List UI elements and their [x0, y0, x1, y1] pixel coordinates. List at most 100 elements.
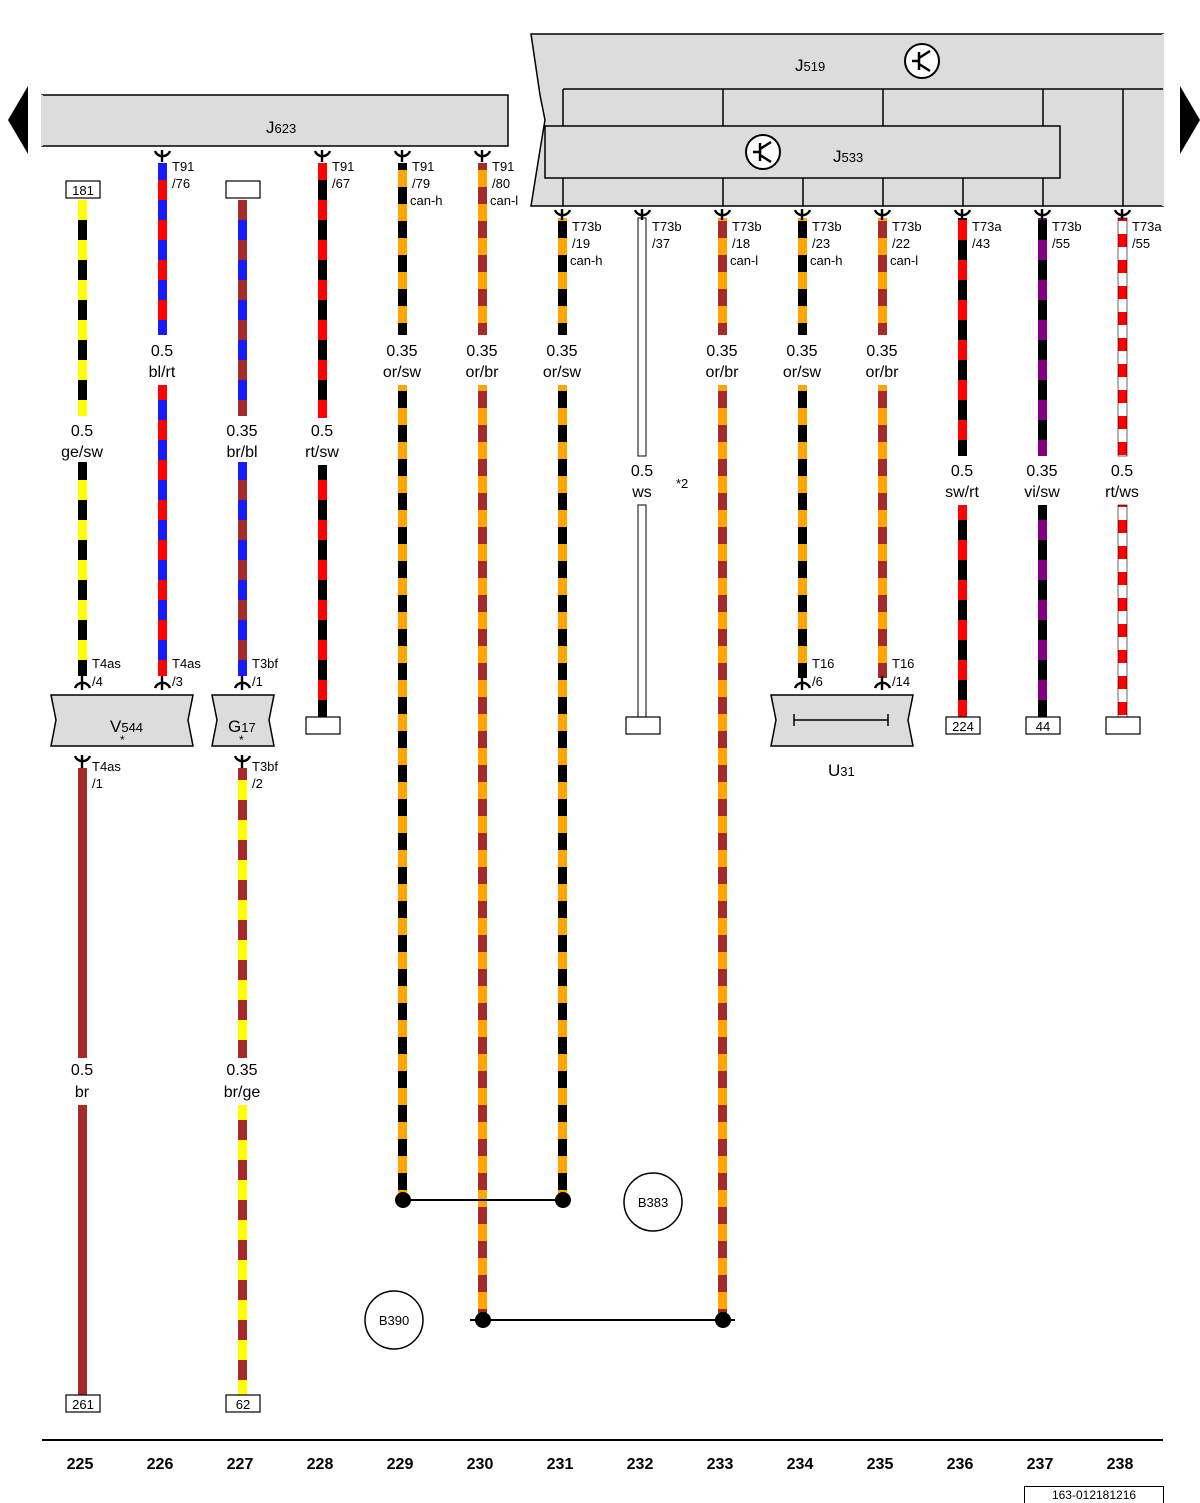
next-page-arrow-icon[interactable] — [1180, 86, 1200, 154]
svg-text:0.35: 0.35 — [1026, 463, 1057, 480]
can-l-bus-b390 — [470, 1312, 735, 1328]
svg-text:vi/sw: vi/sw — [1024, 484, 1060, 501]
j519-label: J519 — [795, 56, 825, 75]
column-number: 228 — [307, 1456, 334, 1473]
column-number: 225 — [67, 1456, 94, 1473]
control-unit-j533: J533 — [544, 125, 1061, 206]
wire-reference-boxes: 181 224 44 261 62 — [65, 180, 1141, 1413]
svg-text:0.35: 0.35 — [466, 343, 497, 360]
svg-text:B390: B390 — [379, 1313, 409, 1328]
j623-label: J623 — [266, 118, 296, 137]
svg-text:0.5: 0.5 — [311, 423, 333, 440]
column-number: 231 — [547, 1456, 574, 1473]
j533-label: J533 — [833, 147, 863, 166]
svg-text:G17: G17 — [228, 717, 256, 736]
document-code: 163-012181216 — [1024, 1486, 1164, 1503]
svg-text:0.5: 0.5 — [1111, 463, 1133, 480]
wire-227-br-bl — [238, 200, 247, 676]
svg-text:rt/sw: rt/sw — [305, 444, 339, 461]
svg-text:/18: /18 — [732, 236, 750, 251]
svg-text:T73b: T73b — [652, 219, 682, 234]
svg-text:224: 224 — [952, 719, 974, 734]
svg-text:T91: T91 — [492, 159, 514, 174]
svg-text:or/sw: or/sw — [383, 364, 422, 381]
svg-text:*: * — [239, 733, 244, 747]
svg-text:T4as: T4as — [92, 656, 121, 671]
svg-text:can-l: can-l — [890, 253, 918, 268]
svg-text:/67: /67 — [332, 176, 350, 191]
svg-text:/3: /3 — [172, 674, 183, 689]
wire-237-vi-sw — [1038, 218, 1047, 717]
column-number: 235 — [867, 1456, 894, 1473]
svg-text:0.35: 0.35 — [546, 343, 577, 360]
svg-text:sw/rt: sw/rt — [945, 484, 979, 501]
svg-text:ge/sw: ge/sw — [61, 444, 103, 461]
svg-text:V544: V544 — [110, 717, 143, 736]
svg-text:*: * — [120, 733, 125, 747]
svg-text:T73b: T73b — [892, 219, 922, 234]
wire-234-or-sw — [798, 218, 807, 678]
wire-233-or-br — [718, 218, 727, 1320]
svg-text:T73b: T73b — [812, 219, 842, 234]
svg-text:can-h: can-h — [410, 193, 443, 208]
svg-text:B383: B383 — [638, 1195, 668, 1210]
svg-text:0.35: 0.35 — [386, 343, 417, 360]
svg-text:T91: T91 — [172, 159, 194, 174]
svg-text:/19: /19 — [572, 236, 590, 251]
svg-text:/4: /4 — [92, 674, 103, 689]
svg-text:br/bl: br/bl — [226, 444, 257, 461]
svg-text:/14: /14 — [892, 674, 910, 689]
can-h-bus-b383 — [395, 1192, 571, 1208]
svg-text:or/br: or/br — [466, 364, 500, 381]
svg-text:T16: T16 — [892, 656, 914, 671]
svg-text:bl/rt: bl/rt — [149, 364, 176, 381]
svg-text:T73a: T73a — [1132, 219, 1162, 234]
svg-text:/80: /80 — [492, 176, 510, 191]
svg-text:T4as: T4as — [92, 759, 121, 774]
component-u31: U31 — [770, 694, 914, 780]
svg-text:0.5: 0.5 — [151, 343, 173, 360]
svg-text:U31: U31 — [828, 761, 855, 780]
svg-text:/6: /6 — [812, 674, 823, 689]
svg-text:T73b: T73b — [1052, 219, 1082, 234]
previous-page-arrow-icon[interactable] — [8, 86, 28, 154]
column-number: 232 — [627, 1456, 654, 1473]
svg-text:ws: ws — [631, 484, 652, 501]
wire-231-or-sw — [558, 218, 567, 1200]
wire-227-br-ge — [238, 768, 247, 1395]
svg-text:0.5: 0.5 — [951, 463, 973, 480]
svg-text:/43: /43 — [972, 236, 990, 251]
column-number: 233 — [707, 1456, 734, 1473]
svg-text:/23: /23 — [812, 236, 830, 251]
svg-text:can-h: can-h — [570, 253, 603, 268]
svg-text:/55: /55 — [1052, 236, 1070, 251]
wire-225-ge-sw — [78, 200, 87, 676]
svg-text:T16: T16 — [812, 656, 834, 671]
svg-text:T91: T91 — [412, 159, 434, 174]
svg-text:or/sw: or/sw — [783, 364, 822, 381]
column-number: 238 — [1107, 1456, 1134, 1473]
svg-text:62: 62 — [236, 1397, 250, 1412]
column-number: 227 — [227, 1456, 254, 1473]
svg-text:261: 261 — [72, 1397, 94, 1412]
column-number: 234 — [787, 1456, 814, 1473]
svg-text:T3bf: T3bf — [252, 656, 278, 671]
svg-text:44: 44 — [1036, 719, 1050, 734]
svg-text:T73b: T73b — [572, 219, 602, 234]
wire-230-or-br — [478, 163, 487, 1320]
footnote-marker: *2 — [676, 476, 688, 491]
column-number: 226 — [147, 1456, 174, 1473]
column-number: 229 — [387, 1456, 414, 1473]
svg-text:or/br: or/br — [706, 364, 740, 381]
svg-text:/22: /22 — [892, 236, 910, 251]
svg-text:0.5: 0.5 — [631, 463, 653, 480]
control-unit-j623: J623 — [41, 94, 509, 147]
svg-text:or/sw: or/sw — [543, 364, 582, 381]
junction-b383: B383 — [623, 1172, 683, 1232]
svg-text:T91: T91 — [332, 159, 354, 174]
svg-text:can-h: can-h — [810, 253, 843, 268]
svg-text:0.35: 0.35 — [866, 343, 897, 360]
wire-226-bl-rt — [158, 163, 167, 676]
transistor-symbol-icon — [745, 134, 781, 170]
svg-text:or/br: or/br — [866, 364, 900, 381]
